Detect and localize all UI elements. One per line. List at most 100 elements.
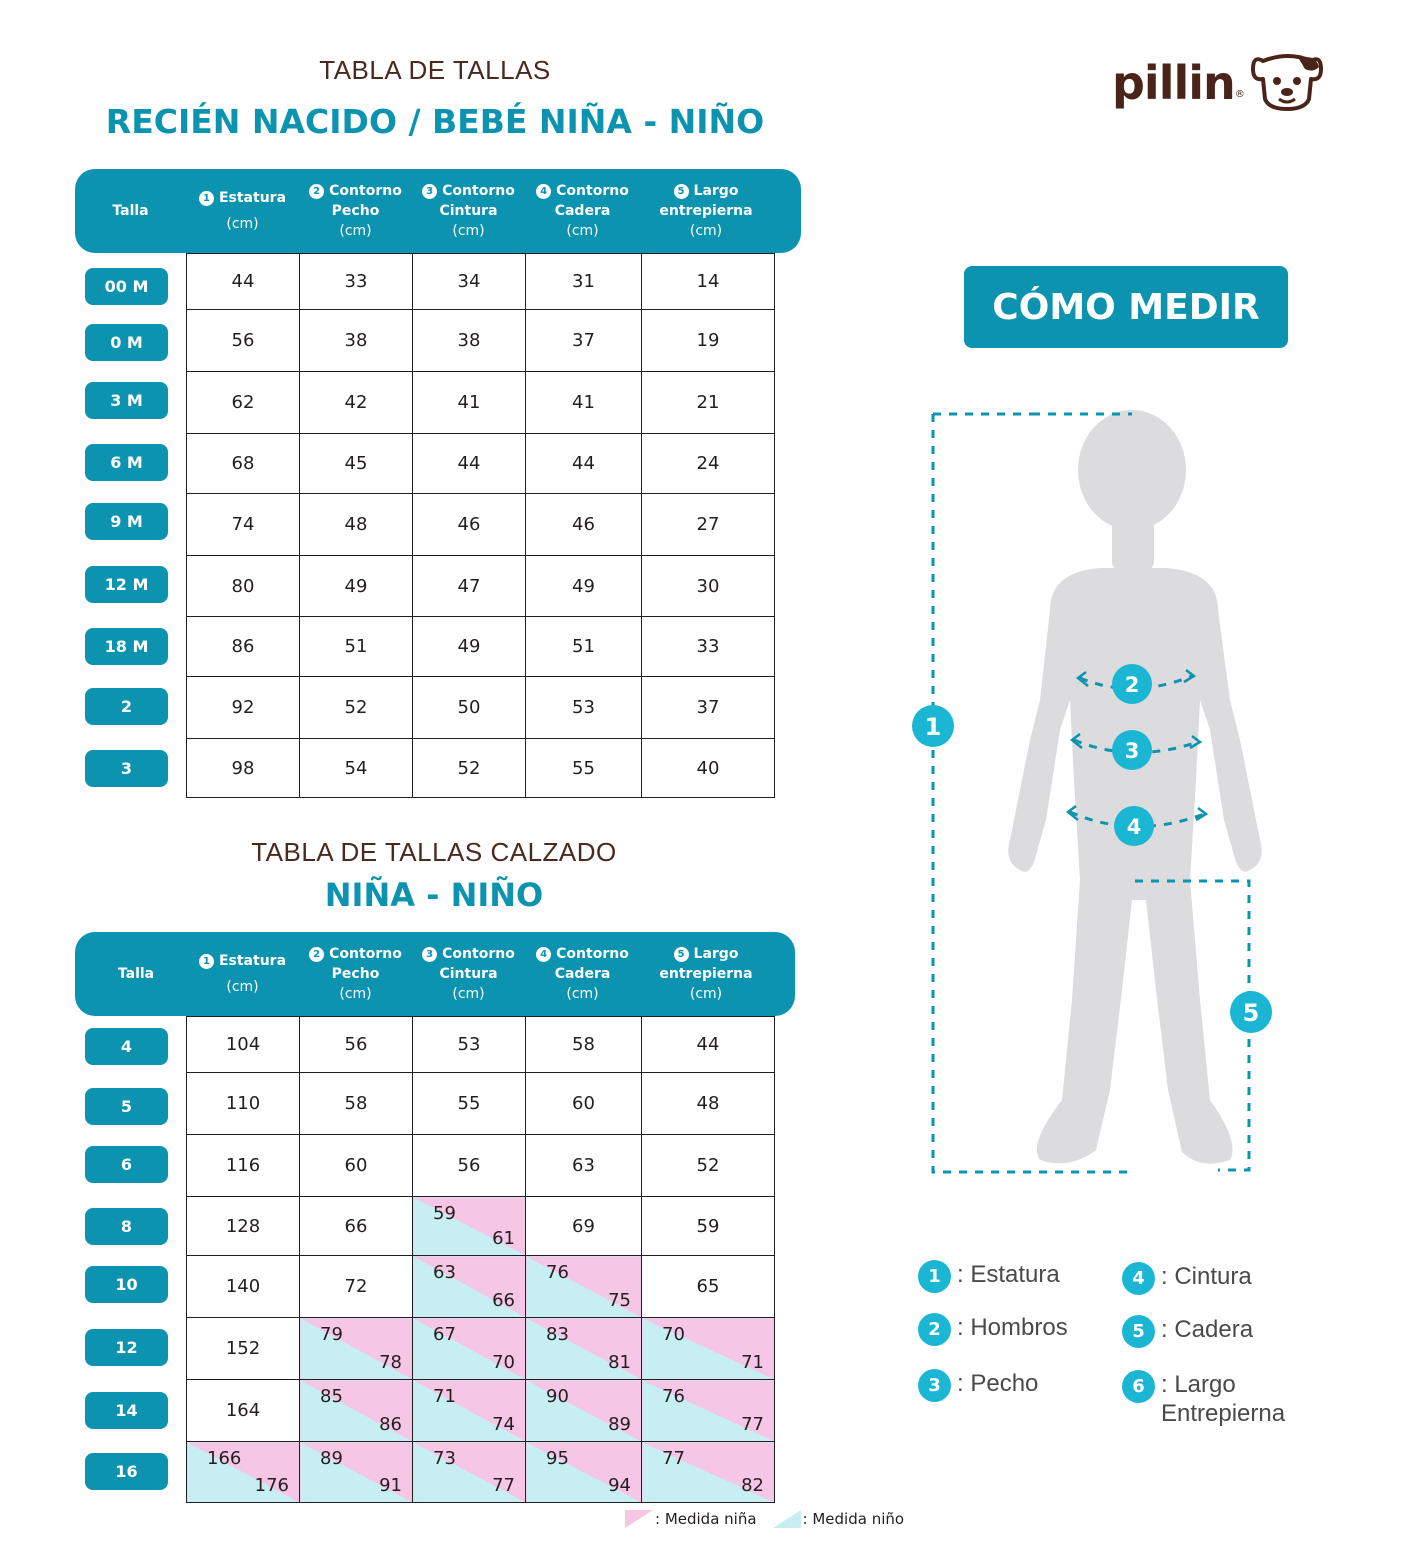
boy-value: 71 <box>741 1352 764 1373</box>
table-row: 92 52 50 53 37 <box>186 676 775 739</box>
number-2-icon: 2 <box>309 183 325 199</box>
table-cell: 51 <box>299 616 413 677</box>
girl-swatch-icon <box>625 1510 653 1528</box>
header-unit: (cm) <box>689 223 723 239</box>
header-label: Contorno <box>442 183 515 199</box>
size-pill: 0 M <box>85 324 168 361</box>
table-cell: 46 <box>412 493 526 556</box>
table-cell: 49 <box>299 555 413 617</box>
key-item: 1: Estatura <box>918 1260 1060 1293</box>
girl-value: 83 <box>546 1324 569 1345</box>
table-cell: 60 <box>525 1072 642 1135</box>
table1-subtitle: TABLA DE TALLAS <box>319 55 551 85</box>
number-3-icon: 3 <box>422 183 438 199</box>
table-row: 116 60 56 63 52 <box>186 1134 775 1197</box>
table-cell: 60 <box>299 1134 413 1197</box>
key-label: : Cintura <box>1161 1263 1252 1290</box>
table2-title: NIÑA - NIÑO <box>324 876 544 914</box>
legend-boy-label: : Medida niño <box>802 1510 905 1528</box>
table-cell: 116 <box>186 1134 300 1197</box>
boy-value: 81 <box>608 1352 631 1373</box>
table-cell: 164 <box>186 1379 300 1442</box>
table-cell: 42 <box>299 371 413 434</box>
table-cell: 56 <box>412 1134 526 1197</box>
table-cell: 58 <box>299 1072 413 1135</box>
table1-title: RECIÉN NACIDO / BEBÉ NIÑA - NIÑO <box>105 102 765 141</box>
number-6-icon: 6 <box>1122 1370 1155 1403</box>
table-cell: 37 <box>525 309 642 372</box>
girl-value: 73 <box>433 1448 456 1469</box>
table-cell: 74 <box>186 493 300 556</box>
table-row: 110 58 55 60 48 <box>186 1072 775 1135</box>
number-1-icon: 1 <box>918 1260 951 1293</box>
table-cell: 110 <box>186 1072 300 1135</box>
number-1-icon: 1 <box>198 953 214 969</box>
table-cell: 92 <box>186 676 300 739</box>
header-unit: (cm) <box>452 986 485 1002</box>
size-pill: 16 <box>85 1453 168 1490</box>
girl-value: 79 <box>320 1324 343 1345</box>
number-5-icon: 5 <box>1122 1315 1155 1348</box>
header-label: Contorno <box>329 946 402 962</box>
size-pill: 10 <box>85 1266 168 1303</box>
boy-value: 82 <box>741 1475 764 1496</box>
girl-value: 67 <box>433 1324 456 1345</box>
key-label: : Cadera <box>1161 1316 1254 1343</box>
marker-5: 5 <box>1243 999 1260 1027</box>
header-label-2: Cadera <box>554 966 611 982</box>
size-pill: 12 <box>85 1329 168 1366</box>
table-cell: 38 <box>412 309 526 372</box>
table-cell: 49 <box>525 555 642 617</box>
table-cell: 63 <box>525 1134 642 1197</box>
key-item: 4: Cintura <box>1122 1262 1252 1295</box>
table-cell: 65 <box>641 1255 775 1318</box>
table-row: 86 51 49 51 33 <box>186 616 775 677</box>
table-cell: 40 <box>641 738 775 798</box>
boy-value: 77 <box>741 1414 764 1435</box>
key-item: 6: Largo Entrepierna <box>1122 1370 1322 1428</box>
boy-value: 176 <box>254 1475 289 1496</box>
key-label: : Estatura <box>957 1261 1060 1288</box>
table-cell: 14 <box>641 253 775 310</box>
table-cell: 52 <box>299 676 413 739</box>
table-cell: 31 <box>525 253 642 310</box>
marker-3: 3 <box>1125 739 1140 763</box>
table-cell: 80 <box>186 555 300 617</box>
table-row: 62 42 41 41 21 <box>186 371 775 434</box>
number-2-icon: 2 <box>918 1313 951 1346</box>
legend-girl-label: : Medida niña <box>655 1510 757 1528</box>
header-unit: (cm) <box>226 216 259 232</box>
header-label: Estatura <box>218 190 287 206</box>
table-cell: 37 <box>641 676 775 739</box>
table-cell: 53 <box>525 676 642 739</box>
header-label: Estatura <box>218 953 287 969</box>
table-cell: 27 <box>641 493 775 556</box>
table-row: 56 38 38 37 19 <box>186 309 775 372</box>
boy-value: 74 <box>492 1414 515 1435</box>
how-to-measure-banner: CÓMO MEDIR <box>964 266 1288 348</box>
header-label-2: Cintura <box>439 966 498 982</box>
size-pill: 3 <box>85 750 168 787</box>
boy-value: 77 <box>492 1475 515 1496</box>
boy-value: 89 <box>608 1414 631 1435</box>
boy-value: 66 <box>492 1290 515 1311</box>
marker-2: 2 <box>1125 673 1140 697</box>
size-pill: 14 <box>85 1392 168 1429</box>
table-cell: 51 <box>525 616 642 677</box>
